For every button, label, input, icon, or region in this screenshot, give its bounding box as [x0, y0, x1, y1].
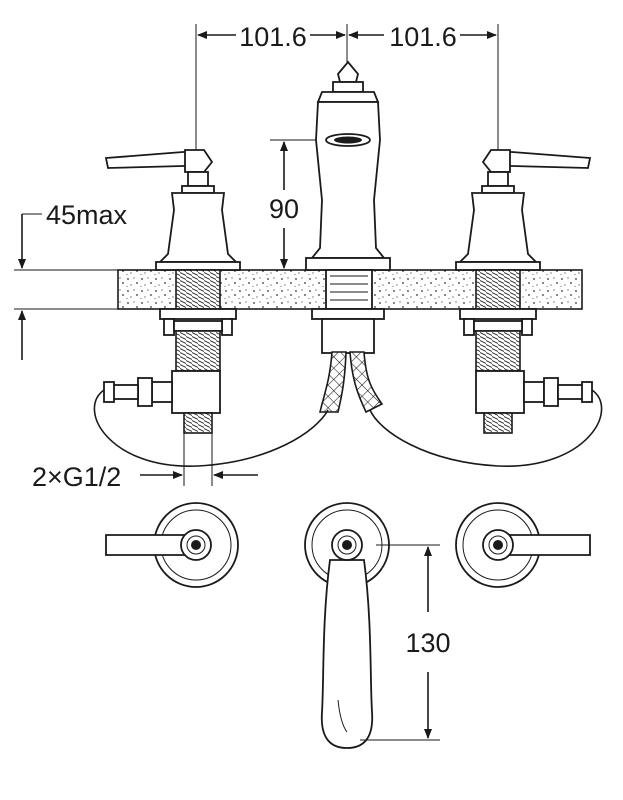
center-spout [305, 60, 391, 414]
spread-right-label: 101.6 [389, 22, 457, 52]
spout-plan [304, 502, 390, 749]
spout-height-label: 90 [269, 194, 299, 224]
right-handle-plan [455, 502, 591, 588]
deck-thickness-label: 45max [46, 200, 128, 230]
spout-reach-label: 130 [405, 628, 450, 658]
connection-label: 2×G1/2 [32, 462, 121, 492]
connection-dimension: 2×G1/2 [32, 433, 258, 492]
spread-left-label: 101.6 [239, 22, 307, 52]
deck-thickness-dimension: 45max [14, 200, 160, 360]
right-handle-valve [455, 149, 593, 434]
spread-dimension: 101.6 101.6 [195, 22, 499, 152]
left-handle-plan [105, 502, 239, 588]
flex-hose-loops [93, 389, 603, 467]
spout-reach-dimension: 130 [360, 544, 451, 741]
left-handle-valve [103, 149, 241, 434]
